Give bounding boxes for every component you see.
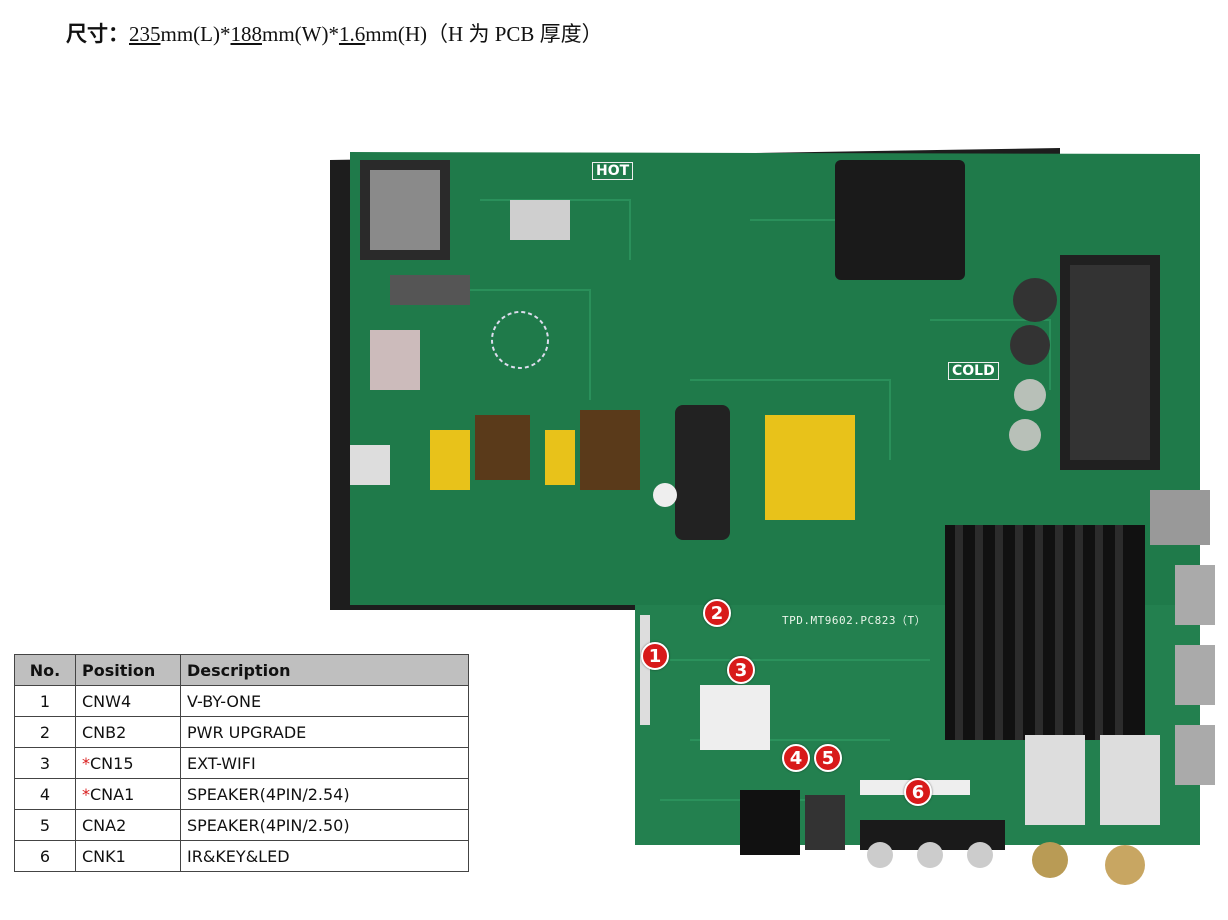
- table-row: 4 *CNA1 SPEAKER(4PIN/2.54): [14, 778, 469, 810]
- table-row: 1 CNW4 V-BY-ONE: [14, 685, 469, 717]
- marker-1: 1: [641, 642, 669, 670]
- position-text: CNB2: [82, 722, 127, 742]
- pcb-illustration: [330, 148, 1215, 885]
- width-unit: mm(W)*: [261, 22, 339, 46]
- hot-label: HOT: [592, 162, 634, 180]
- board-model-label: TPD.MT9602.PC823（T）: [782, 614, 927, 627]
- connector-table: No. Position Description 1 CNW4 V-BY-ONE…: [14, 654, 469, 872]
- cell-no: 3: [14, 747, 76, 779]
- cold-label: COLD: [948, 362, 999, 380]
- required-star: *: [82, 784, 90, 804]
- cell-no: 6: [14, 840, 76, 872]
- header-no: No.: [14, 654, 76, 686]
- cell-description: EXT-WIFI: [180, 747, 469, 779]
- height-unit: mm(H): [365, 22, 428, 46]
- width-value: 188: [230, 22, 262, 46]
- dimensions-line: 尺寸：235mm(L)*188mm(W)*1.6mm(H)（H 为 PCB 厚度…: [66, 18, 603, 48]
- length-value: 235: [129, 22, 161, 46]
- cell-no: 4: [14, 778, 76, 810]
- cell-description: V-BY-ONE: [180, 685, 469, 717]
- cell-position: *CNA1: [75, 778, 181, 810]
- table-header-row: No. Position Description: [14, 654, 469, 686]
- dimensions-label: 尺寸：: [66, 22, 129, 46]
- pcb-photo: HOT COLD TPD.MT9602.PC823（T） 1 2 3 4 5 6: [330, 140, 1228, 920]
- header-description: Description: [180, 654, 469, 686]
- cell-no: 1: [14, 685, 76, 717]
- cell-description: PWR UPGRADE: [180, 716, 469, 748]
- cell-position: *CN15: [75, 747, 181, 779]
- marker-4: 4: [782, 744, 810, 772]
- cell-no: 5: [14, 809, 76, 841]
- cell-description: SPEAKER(4PIN/2.50): [180, 809, 469, 841]
- table-row: 2 CNB2 PWR UPGRADE: [14, 716, 469, 748]
- position-text: CNW4: [82, 691, 132, 711]
- height-value: 1.6: [338, 22, 366, 46]
- position-text: CN15: [90, 753, 134, 773]
- header-position: Position: [75, 654, 181, 686]
- length-unit: mm(L)*: [160, 22, 231, 46]
- marker-3: 3: [727, 656, 755, 684]
- position-text: CNA2: [82, 815, 127, 835]
- cell-position: CNW4: [75, 685, 181, 717]
- marker-2: 2: [703, 599, 731, 627]
- position-text: CNA1: [90, 784, 135, 804]
- required-star: *: [82, 753, 90, 773]
- cell-description: SPEAKER(4PIN/2.54): [180, 778, 469, 810]
- height-note: （H 为 PCB 厚度）: [427, 22, 603, 46]
- marker-6: 6: [904, 778, 932, 806]
- table-row: 3 *CN15 EXT-WIFI: [14, 747, 469, 779]
- cell-position: CNA2: [75, 809, 181, 841]
- cell-no: 2: [14, 716, 76, 748]
- table-row: 6 CNK1 IR&KEY&LED: [14, 840, 469, 872]
- cell-description: IR&KEY&LED: [180, 840, 469, 872]
- marker-5: 5: [814, 744, 842, 772]
- position-text: CNK1: [82, 846, 126, 866]
- cell-position: CNK1: [75, 840, 181, 872]
- cell-position: CNB2: [75, 716, 181, 748]
- table-row: 5 CNA2 SPEAKER(4PIN/2.50): [14, 809, 469, 841]
